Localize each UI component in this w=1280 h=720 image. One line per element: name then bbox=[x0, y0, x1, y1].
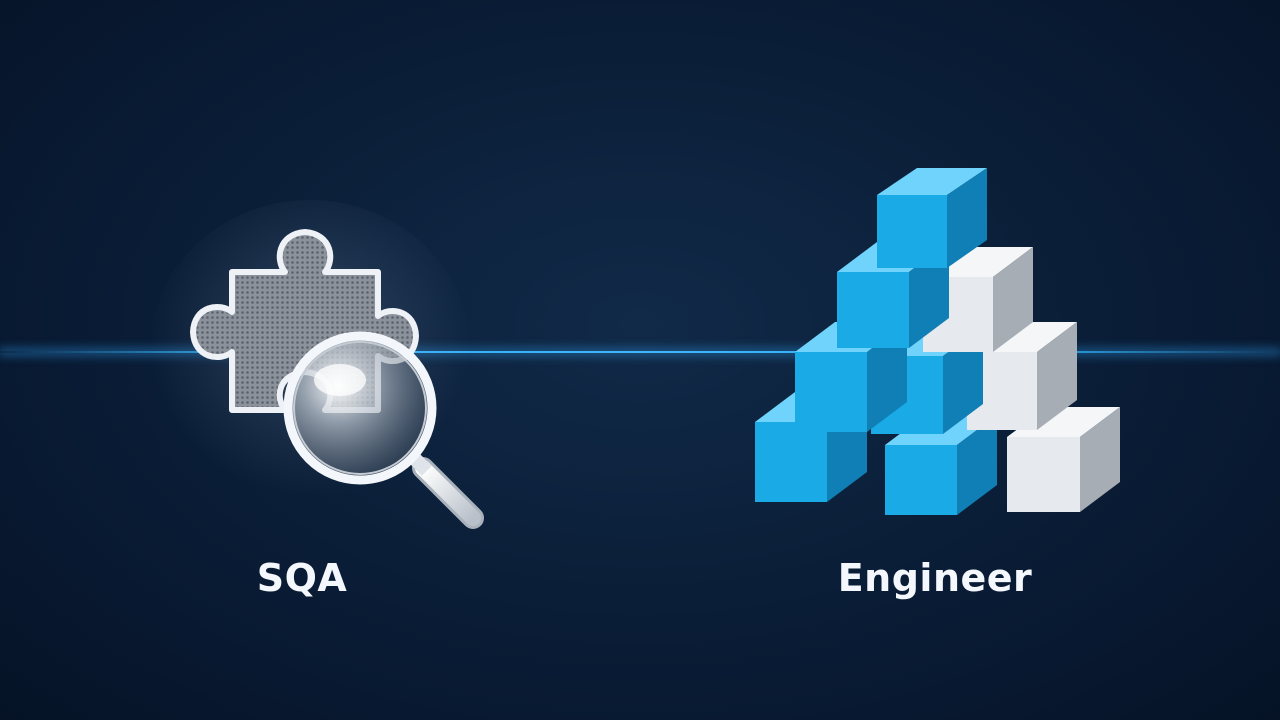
horizon-line bbox=[0, 350, 1280, 354]
sqa-label: SQA bbox=[256, 556, 348, 600]
cube-blue bbox=[877, 168, 987, 268]
block-pyramid-icon bbox=[745, 160, 1135, 530]
engineer-label: Engineer bbox=[837, 556, 1033, 600]
puzzle-magnifier-icon bbox=[180, 220, 500, 540]
cube-white bbox=[967, 322, 1077, 430]
magnifier-icon bbox=[283, 331, 484, 529]
